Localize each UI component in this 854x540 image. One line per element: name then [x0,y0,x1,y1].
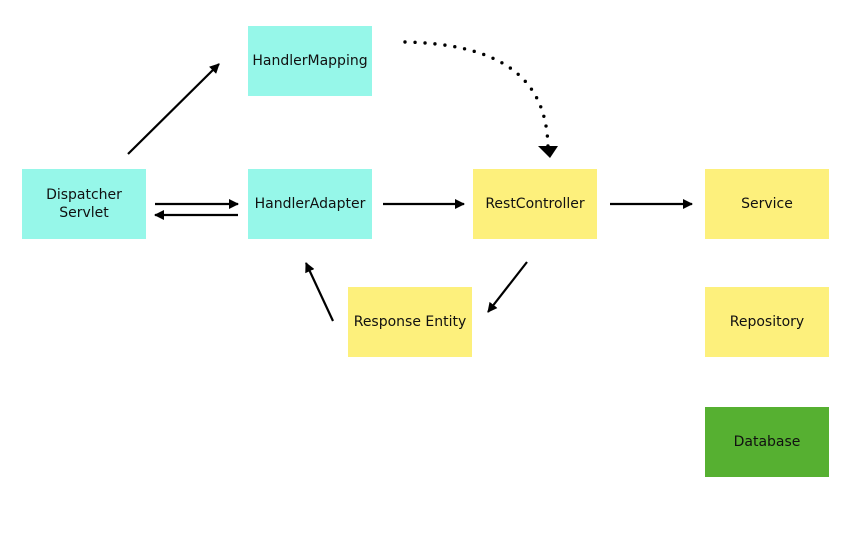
edge-controller-to-response [487,261,528,313]
edge-dispatcher-to-mapping [127,63,220,155]
handler-mapping-node: HandlerMapping [248,26,372,96]
response-entity-node: Response Entity [348,287,472,357]
handler-mapping-label: HandlerMapping [252,53,368,69]
handler-adapter-label: HandlerAdapter [254,196,366,212]
rest-controller-node: RestController [473,169,597,239]
response-entity-label: Response Entity [353,314,467,330]
edge-mapping-to-controller-head [538,146,558,158]
database-node: Database [705,407,829,477]
edge-response-to-adapter [305,262,334,322]
repository-label: Repository [729,314,805,330]
dispatcher-servlet-node: Dispatcher Servlet [22,169,146,239]
handler-adapter-node: HandlerAdapter [248,169,372,239]
service-node: Service [705,169,829,239]
database-label: Database [733,434,801,450]
dispatcher-servlet-label: Dispatcher Servlet [46,187,122,221]
edge-mapping-to-controller [403,40,550,152]
service-label: Service [741,196,793,212]
repository-node: Repository [705,287,829,357]
rest-controller-label: RestController [485,196,585,212]
